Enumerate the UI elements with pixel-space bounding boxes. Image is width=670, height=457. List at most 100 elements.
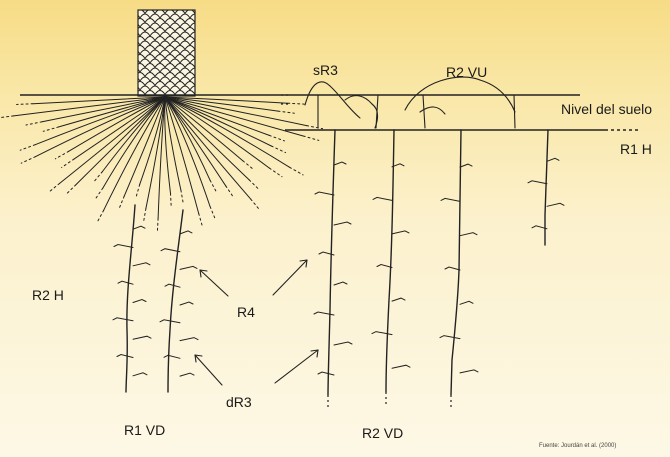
rootlet <box>133 336 151 339</box>
rootlet <box>547 203 564 206</box>
rootlet <box>314 312 334 315</box>
fan-root <box>76 97 165 185</box>
label-r4: R4 <box>237 305 255 319</box>
fan-root-dash <box>0 116 14 118</box>
rootlet <box>180 373 194 376</box>
fan-root-dash <box>136 184 140 197</box>
fan-root <box>36 97 165 157</box>
fan-root-dash <box>17 104 33 105</box>
rootlet <box>373 197 392 200</box>
root-fan <box>0 97 323 232</box>
rootlet <box>118 281 133 284</box>
label-r2vd: R2 VD <box>362 426 403 440</box>
label-sr3: sR3 <box>313 63 338 77</box>
fan-root-dash <box>144 209 146 222</box>
rootlet <box>460 164 472 167</box>
label-r2h: R2 H <box>32 288 64 302</box>
rootlet <box>164 355 180 358</box>
fan-root-dash <box>119 196 124 209</box>
rootlet <box>334 162 346 165</box>
fan-root-dash <box>21 157 35 164</box>
fan-root-dash <box>210 207 215 220</box>
pseudostem <box>138 10 195 96</box>
rootlet <box>180 302 193 305</box>
label-soil-level: Nivel del suelo <box>561 102 652 116</box>
fan-root <box>35 97 165 145</box>
pointer-arrows <box>195 260 318 385</box>
rootlet <box>392 298 405 301</box>
vertical-roots-right <box>328 130 548 395</box>
fan-root-dash <box>278 111 294 113</box>
fan-root <box>69 97 165 151</box>
fan-root <box>165 97 307 126</box>
fan-root <box>165 97 290 167</box>
rootlet <box>377 265 392 268</box>
rootlet <box>460 233 477 236</box>
fan-root-dash <box>210 180 217 192</box>
fan-root-dash <box>43 127 59 131</box>
rootlet <box>113 318 133 321</box>
fan-root-dash <box>271 146 285 153</box>
rootlet <box>547 158 559 161</box>
fan-root <box>165 97 243 161</box>
fan-root <box>165 97 271 146</box>
rootlet <box>318 372 334 375</box>
source-credit: Fuente: Jourdán et al. (2000) <box>539 443 616 449</box>
fan-root <box>60 97 165 183</box>
fan-root-dash <box>97 210 104 222</box>
rootlet <box>133 373 147 376</box>
rootlet <box>133 300 146 303</box>
rootlet <box>114 245 133 248</box>
fan-root-dash <box>181 190 183 203</box>
fan-root-dash <box>157 218 158 231</box>
rootlet <box>180 266 197 269</box>
fan-root-dash <box>269 135 284 141</box>
rootlet <box>441 198 460 201</box>
fan-root-dash <box>243 161 255 171</box>
fan-root-dash <box>62 159 75 168</box>
fan-root-dash <box>66 185 77 195</box>
fan-root-dash <box>251 199 260 210</box>
label-r1h: R1 H <box>620 142 652 156</box>
rootlet <box>460 301 473 304</box>
rootlet <box>460 370 478 373</box>
fan-root-dash <box>93 172 102 183</box>
rootlet <box>334 282 347 285</box>
rootlet <box>440 336 460 339</box>
rootlet <box>334 342 352 345</box>
rootlet <box>133 263 150 266</box>
fan-root-dash <box>199 214 203 227</box>
soil-line <box>20 95 640 130</box>
fan-root-dash <box>226 186 234 198</box>
dashed-root-ends <box>281 95 451 410</box>
rootlet <box>528 181 547 184</box>
rootlet <box>117 355 133 358</box>
rootlet <box>392 365 410 368</box>
label-r2vu: R2 VU <box>446 65 487 79</box>
fan-root <box>158 97 165 218</box>
upper-short-roots <box>318 95 515 128</box>
fan-root-dash <box>55 151 69 159</box>
rootlet <box>133 226 145 229</box>
rootlet <box>165 284 180 287</box>
vertical-roots-left <box>126 205 183 392</box>
rootlet <box>334 222 351 225</box>
rootlet <box>180 338 198 341</box>
fan-root-dash <box>288 103 305 104</box>
fan-root-dash <box>290 167 304 175</box>
rootlet <box>392 231 409 234</box>
rootlet <box>372 332 392 335</box>
label-r1vd: R1 VD <box>124 423 165 437</box>
rootlet <box>161 249 180 252</box>
rootlet <box>180 231 192 234</box>
fan-root-dash <box>303 136 319 140</box>
fan-root-dash <box>20 145 35 151</box>
fan-root-dash <box>95 188 103 200</box>
fan-root-dash <box>26 122 42 125</box>
rootlet <box>445 267 460 270</box>
fan-root-dash <box>269 168 282 177</box>
fan-root-dash <box>307 126 323 129</box>
fan-root-dash <box>249 180 260 190</box>
fan-root-dash <box>48 183 60 192</box>
